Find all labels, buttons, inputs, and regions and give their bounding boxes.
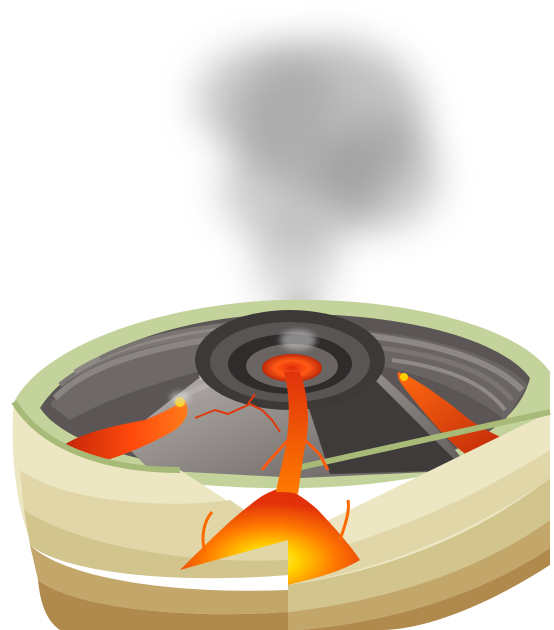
flank-vent-right <box>400 373 408 381</box>
